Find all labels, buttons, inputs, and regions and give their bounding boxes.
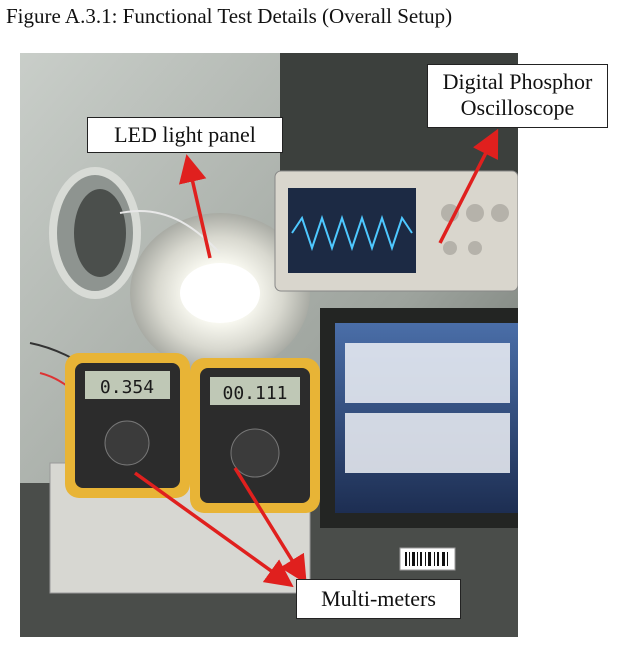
led-panel-shape (130, 213, 310, 373)
callout-oscilloscope-line1: Digital Phosphor (442, 69, 593, 94)
porthole (49, 167, 141, 299)
arrow-led (178, 154, 212, 259)
callout-multimeters: Multi-meters (296, 579, 461, 619)
arrow-meter-left (133, 471, 294, 588)
callout-oscilloscope-line2: Oscilloscope (460, 95, 575, 120)
figure-caption: Figure A.3.1: Functional Test Details (O… (6, 4, 453, 28)
multimeter-right: 00.111 (190, 358, 320, 513)
oscilloscope-shape (274, 170, 518, 292)
meter-left-display: 0.354 (100, 377, 154, 398)
meter-right-display: 00.111 (222, 383, 287, 404)
arrow-scope (438, 128, 499, 244)
monitor-shape (320, 308, 518, 528)
multimeter-left: 0.354 (65, 353, 190, 498)
arrow-meter-right (233, 467, 307, 584)
callout-led-light-panel: LED light panel (87, 117, 283, 153)
callout-oscilloscope: Digital Phosphor Oscilloscope (427, 64, 608, 128)
